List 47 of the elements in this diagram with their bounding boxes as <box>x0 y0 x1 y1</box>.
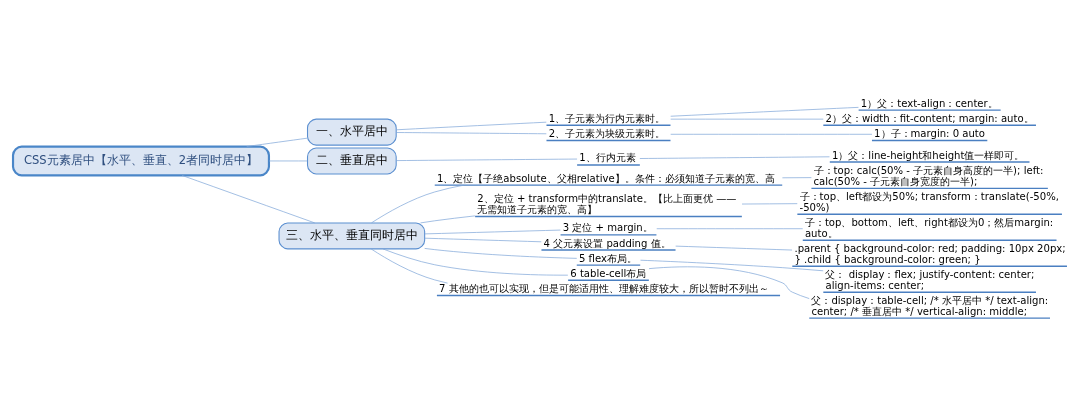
connector <box>670 133 873 135</box>
node-text: 2）父：width：fit-content; margin: auto。 <box>825 112 1034 124</box>
node-text: 1、子元素为行内元素时。 <box>548 112 666 124</box>
connector <box>640 259 824 272</box>
connector <box>396 132 547 135</box>
connector <box>670 107 859 117</box>
connector <box>420 215 476 224</box>
node-text: 1）子：margin: 0 auto <box>874 127 985 139</box>
node-text: 1、行内元素 <box>579 152 636 164</box>
node-box: 二、垂直居中 <box>306 147 397 175</box>
node-box: 三、水平、垂直同时居中 <box>278 222 426 250</box>
connector <box>396 158 578 161</box>
node-text: 父： display：flex; justify-content: center; align-items: center; <box>825 268 1035 291</box>
node-text: 5 flex布局。 <box>578 252 637 264</box>
connector <box>424 248 578 259</box>
node-text: 子：top、bottom、left、right都设为0；然后margin: auto。 <box>804 216 1054 239</box>
connector <box>268 160 308 162</box>
node-text: 1）父：line-height和height值一样即可。 <box>831 149 1025 161</box>
connector <box>648 266 810 299</box>
connector <box>639 156 830 159</box>
node-text: 父：display：table-cell; /* 水平居中 */ text-align: center; /* 垂直居中 */ vertical-align: middle; <box>811 294 1049 317</box>
connector <box>782 177 812 179</box>
node-text: 子：top、left都设为50%; transform：translate(-50%, -50%) <box>799 191 1059 213</box>
node-box: CSS元素居中【水平、垂直、2者同时居中】 <box>11 145 270 177</box>
node-text: 子：top: calc(50% - 子元素自身高度的一半); left: calc(50% - 子元素自身宽度的一半); <box>813 165 1044 187</box>
connector <box>424 237 542 243</box>
node-text: 6 table-cell布局 <box>570 267 647 279</box>
node-box: 一、水平居中 <box>306 118 397 146</box>
node-text: 4 父元素设置 padding 值。 <box>543 237 671 249</box>
connector <box>371 184 465 224</box>
connector <box>181 175 316 224</box>
node-text: 3 定位 + margin。 <box>562 222 653 234</box>
connector <box>675 245 793 251</box>
node-text: 2、定位 + transform中的translate。【比上面更优 —— 无需知道子元素的宽、高】 <box>477 193 737 216</box>
node-text: 2、子元素为块级元素时。 <box>548 127 666 139</box>
node-text: 1、定位【子绝absolute、父相relative】。条件：必须知道子元素的宽、高 <box>436 172 775 184</box>
connector <box>395 121 547 131</box>
connector <box>656 228 804 230</box>
connector <box>382 248 569 276</box>
connector <box>424 229 561 235</box>
connector <box>670 118 824 120</box>
node-text: 7 其他的也可以实现，但是可能适用性、理解难度较大，所以暂时不列出～ <box>439 282 769 294</box>
connector <box>370 248 448 284</box>
node-text: .parent { background-color: red; padding: 10px 20px; } .child { background-color: green; } <box>794 242 1066 265</box>
connector <box>246 137 308 147</box>
connector <box>741 203 798 205</box>
node-text: 1）父：text-align：center。 <box>860 97 998 109</box>
